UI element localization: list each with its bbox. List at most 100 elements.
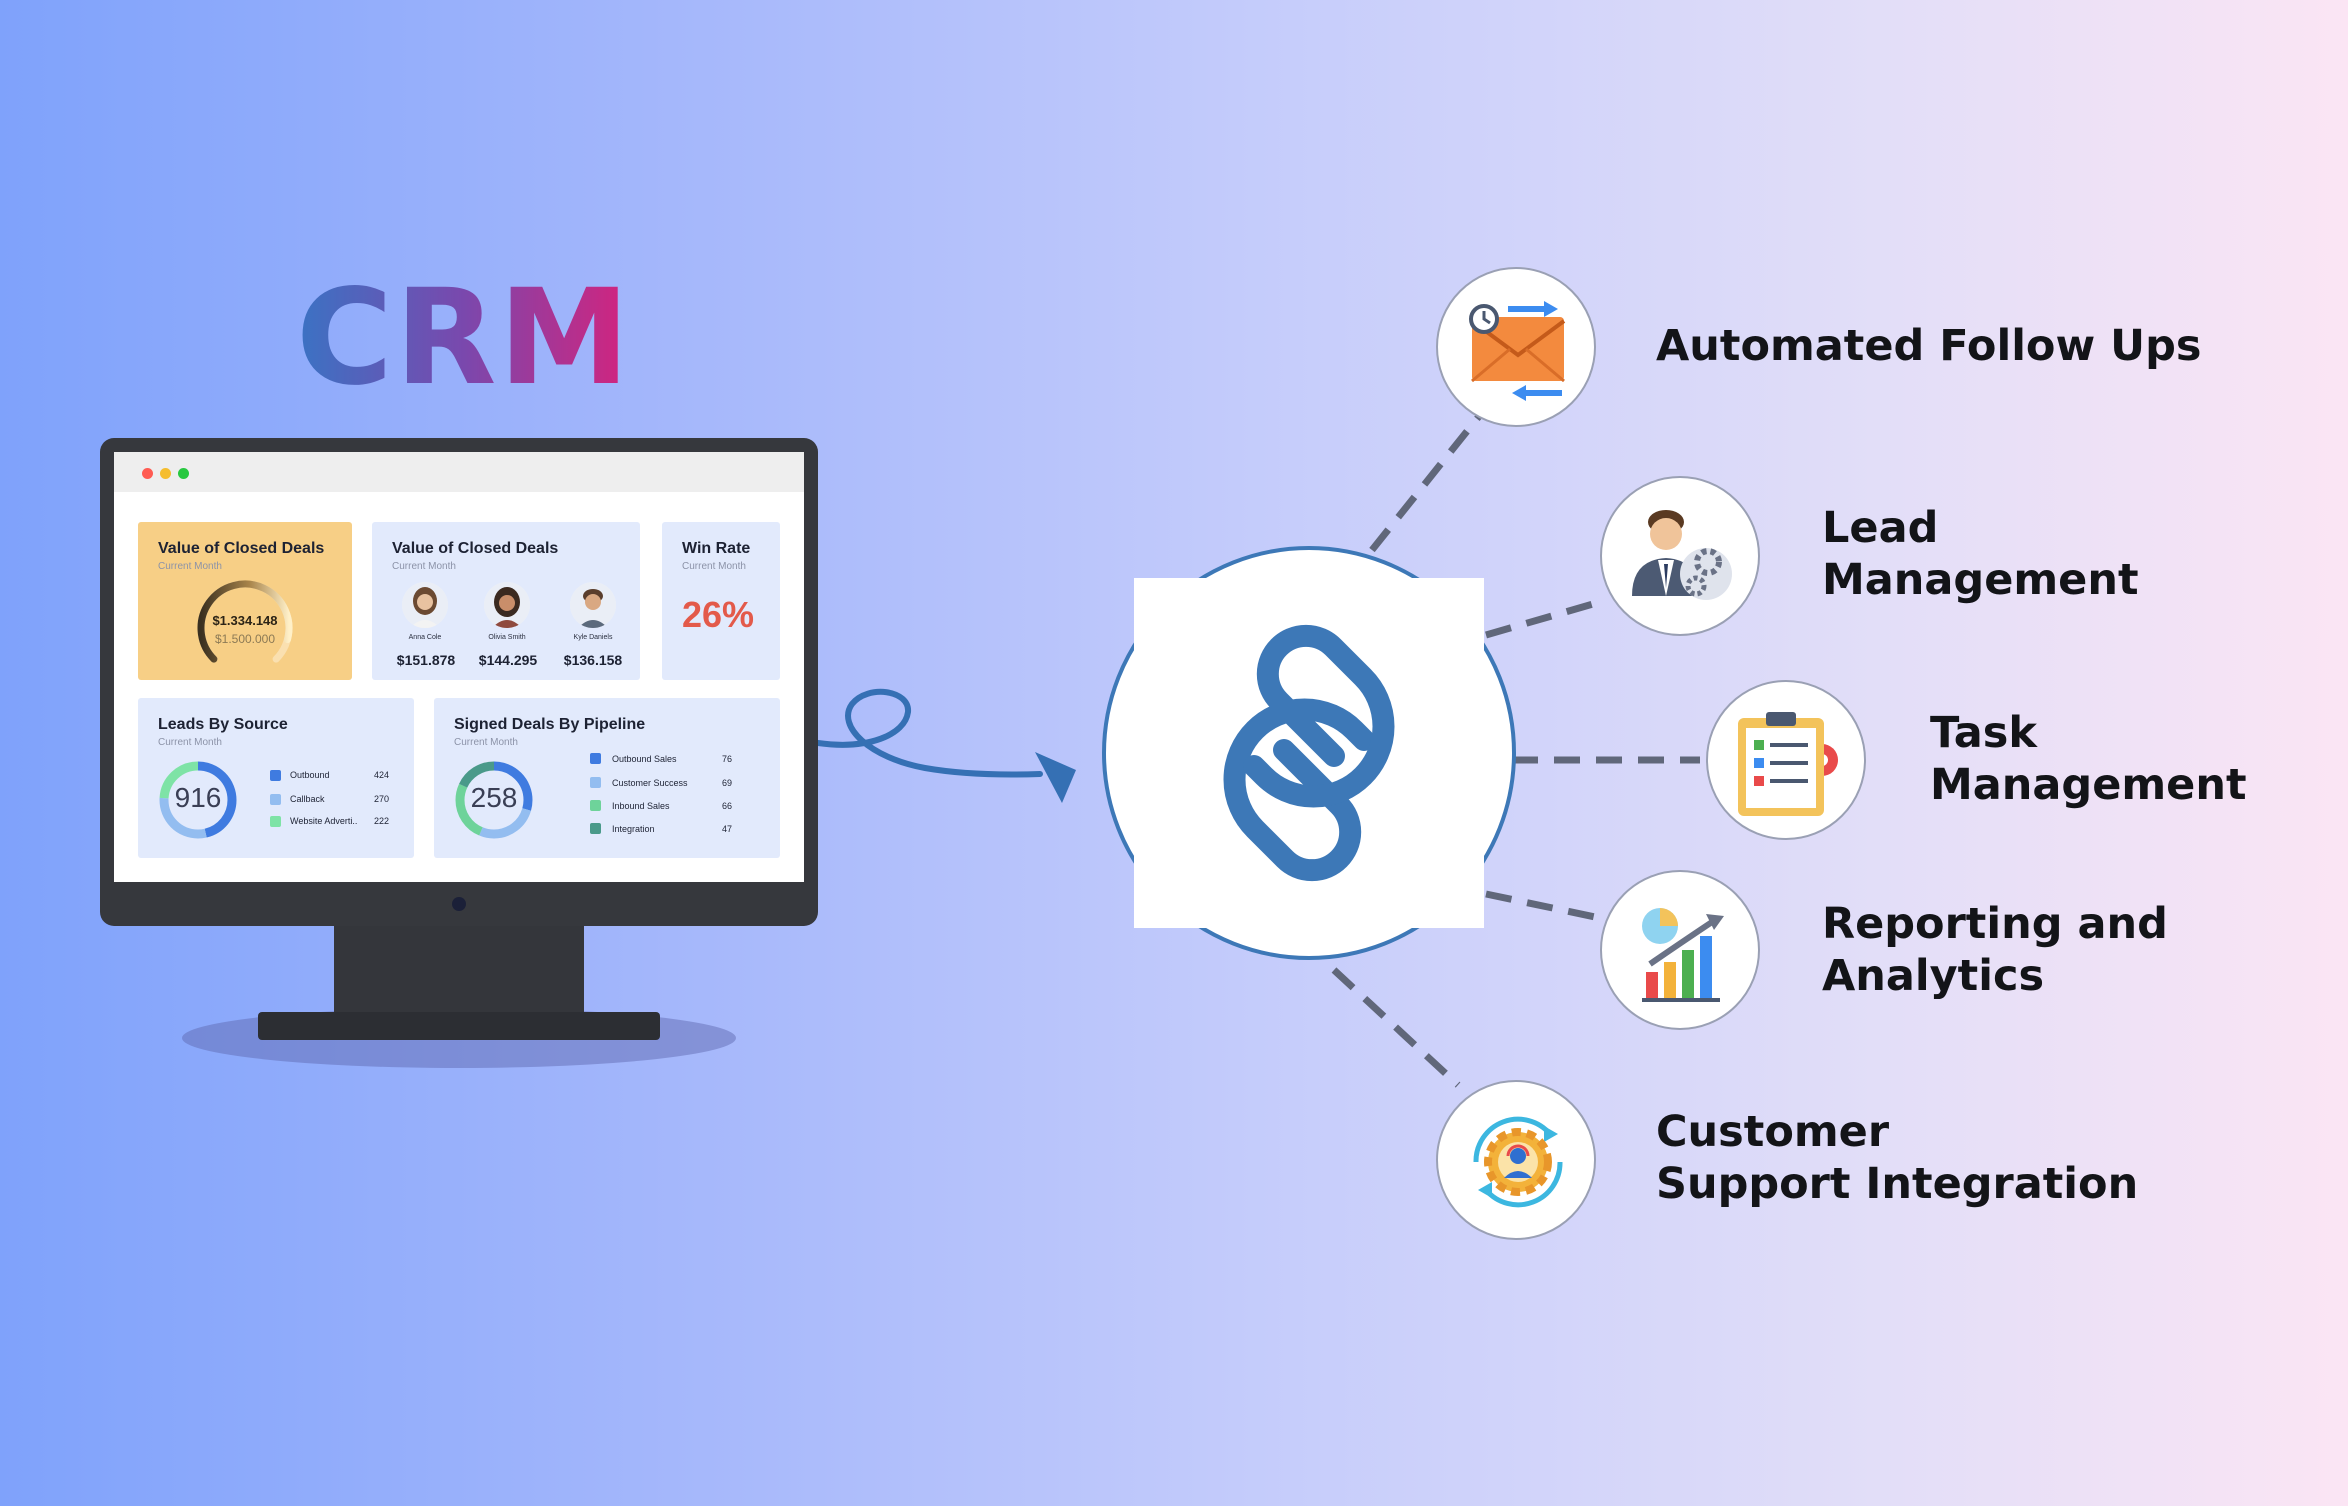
legend-value: 270	[374, 794, 390, 804]
closed-deals-gauge-card[interactable]: Value of Closed Deals Current Month $1.3…	[138, 522, 352, 680]
feature-label-line: Management	[1822, 555, 2139, 605]
feature-followups-circle[interactable]	[1436, 267, 1596, 427]
browser-toolbar	[114, 452, 804, 492]
card-title: Leads By Source	[158, 716, 288, 733]
feature-task-circle[interactable]	[1706, 680, 1866, 840]
card-subtitle: Current Month	[454, 737, 518, 748]
connector-lead	[1485, 598, 1601, 639]
monitor-camera	[452, 897, 466, 911]
maximize-dot[interactable]	[178, 468, 189, 479]
feature-label-line: Analytics	[1822, 951, 2045, 1001]
feature-label-reporting: Reporting and Analytics	[1822, 898, 2168, 1002]
feature-label-line: Task	[1930, 708, 2037, 758]
legend-value: 47	[722, 824, 733, 834]
pipeline-donut	[455, 761, 533, 839]
legend-value: 424	[374, 770, 390, 780]
gauge-value: $1.334.148	[212, 613, 278, 628]
connector-reporting	[1485, 890, 1601, 922]
gauge-target: $1.500.000	[214, 632, 276, 646]
avatar	[484, 582, 530, 628]
legend-value: 222	[374, 816, 390, 826]
avatar	[402, 582, 448, 628]
win-rate-value: 26%	[682, 594, 755, 635]
monitor-stand	[334, 920, 584, 1020]
connector-support	[1331, 967, 1461, 1088]
card-subtitle: Current Month	[392, 561, 456, 572]
person-amount: $136.158	[563, 652, 623, 668]
feature-label-line: Automated Follow Ups	[1656, 321, 2202, 371]
card-title: Value of Closed Deals	[392, 540, 559, 557]
zoho-crm-logo-icon	[1223, 624, 1395, 882]
arrow-head	[1035, 752, 1076, 803]
chart-growth-icon	[1642, 908, 1724, 1002]
card-subtitle: Current Month	[158, 737, 222, 748]
leads-donut	[159, 761, 237, 839]
curly-arrow	[815, 688, 1043, 778]
feature-label-support: Customer Support Integration	[1656, 1106, 2138, 1210]
legend-label: Website Adverti..	[290, 816, 358, 826]
monitor-base	[258, 1012, 660, 1040]
crm-dashboard-screen: Value of Closed Deals Current Month $1.3…	[114, 452, 804, 882]
person-name: Anna Cole	[408, 634, 442, 641]
clipboard-checklist-icon	[1738, 712, 1838, 816]
legend-value: 76	[722, 754, 733, 764]
person-name: Kyle Daniels	[573, 634, 613, 641]
feature-label-line: Management	[1930, 760, 2247, 810]
person-amount: $144.295	[478, 652, 538, 668]
legend-label: Callback	[290, 794, 325, 804]
card-title: Win Rate	[682, 540, 751, 557]
card-title: Value of Closed Deals	[158, 540, 325, 557]
minimize-dot[interactable]	[160, 468, 171, 479]
legend-swatch	[270, 816, 281, 827]
donut-segment	[455, 761, 533, 839]
crm-title: CRM	[296, 261, 632, 415]
legend-swatch	[270, 794, 281, 805]
legend-swatch	[590, 753, 601, 764]
legend-swatch	[590, 823, 601, 834]
close-dot[interactable]	[142, 468, 153, 479]
feature-reporting-circle[interactable]	[1600, 870, 1760, 1030]
feature-label-line: Reporting and	[1822, 899, 2168, 949]
card-subtitle: Current Month	[158, 561, 222, 572]
win-rate-card[interactable]: Win Rate Current Month 26%	[662, 522, 780, 680]
feature-label-followups: Automated Follow Ups	[1656, 320, 2201, 372]
feature-label-task: Task Management	[1930, 707, 2247, 811]
person-name: Olivia Smith	[488, 634, 526, 641]
legend-swatch	[270, 770, 281, 781]
connector-followups	[1369, 412, 1483, 553]
legend-value: 69	[722, 778, 733, 788]
feature-label-line: Support Integration	[1656, 1159, 2139, 1209]
donut-segment	[455, 761, 533, 839]
legend-swatch	[590, 777, 601, 788]
avatar	[570, 582, 616, 628]
email-sync-icon	[1469, 301, 1566, 401]
support-gear-icon	[1473, 1116, 1563, 1208]
card-subtitle: Current Month	[682, 561, 746, 572]
donut-segment	[159, 761, 237, 839]
revenue-gauge	[197, 580, 293, 663]
gauge-fill	[197, 580, 293, 663]
legend-label: Outbound Sales	[612, 754, 677, 764]
feature-label-line: Lead	[1822, 503, 1939, 553]
legend-label: Inbound Sales	[612, 801, 670, 811]
legend-label: Customer Success	[612, 778, 688, 788]
person-amount: $151.878	[396, 652, 456, 668]
feature-label-line: Customer	[1656, 1107, 1890, 1157]
signed-deals-card[interactable]: Signed Deals By Pipeline Current Month 2…	[434, 698, 780, 858]
legend-swatch	[590, 800, 601, 811]
hub-logo-tile[interactable]	[1134, 578, 1484, 928]
legend-label: Outbound	[290, 770, 330, 780]
legend-label: Integration	[612, 824, 655, 834]
feature-lead-circle[interactable]	[1600, 476, 1760, 636]
manager-gear-icon	[1632, 510, 1732, 600]
legend-value: 66	[722, 801, 733, 811]
deals-total: 258	[470, 782, 518, 813]
donut-segment	[159, 761, 237, 839]
leads-by-source-card[interactable]: Leads By Source Current Month 916 Outbou…	[138, 698, 414, 858]
card-title: Signed Deals By Pipeline	[454, 716, 646, 733]
feature-label-lead: Lead Management	[1822, 502, 2139, 606]
feature-support-circle[interactable]	[1436, 1080, 1596, 1240]
closed-deals-people-card[interactable]: Value of Closed Deals Current Month Anna…	[372, 522, 640, 680]
leads-total: 916	[174, 782, 222, 813]
